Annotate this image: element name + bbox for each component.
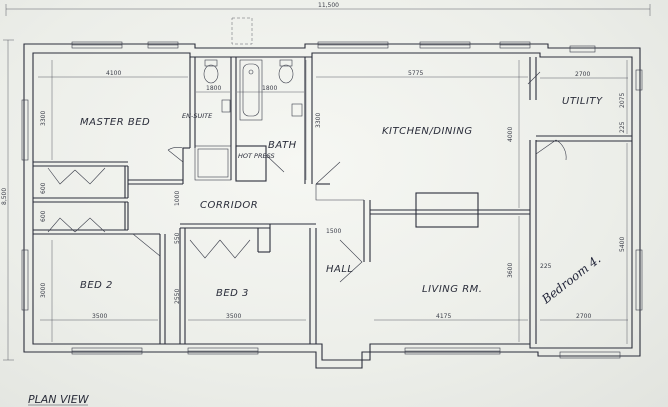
dim-bed3-width: 3500 [226,313,241,320]
door-swings [47,71,567,283]
room-label-master-bed: MASTER BED [80,117,150,128]
dim-kitchen-depth: 4000 [507,127,514,142]
internal-dimension-lines [38,60,628,344]
room-label-bed-3: BED 3 [216,288,249,299]
room-label-living-rm: LIVING RM. [422,284,482,295]
overall-width-label: 11,500 [318,2,339,9]
dim-wardrobe-a: 600 [40,182,47,194]
external-walls [23,43,641,369]
dim-hall-width: 1500 [326,228,341,235]
dim-living-width: 4175 [436,313,451,320]
flue-outline [231,17,253,45]
dim-utility-width: 2700 [575,71,590,78]
dim-bath-width: 1800 [262,85,277,92]
dim-ensuite-width: 1800 [206,85,221,92]
dim-bedroom4-depth: 5400 [619,237,626,252]
room-label-en-suite: EN-SUITE [182,112,213,120]
dim-living-depth: 3600 [507,263,514,278]
dim-wardrobe-b: 600 [40,210,47,222]
dim-kitchen-width: 5775 [408,70,423,77]
dim-master-width: 4100 [106,70,121,77]
dim-master-depth: 3300 [40,111,47,126]
room-label-hot-press: HOT PRESS [238,152,275,160]
dim-living-step: 225 [540,263,552,270]
dim-bed2-depth: 3000 [40,283,47,298]
dim-corridor-depth: 1000 [174,191,181,206]
room-label-utility: UTILITY [562,96,603,107]
dim-bed3-wardrobe: 550 [174,232,181,244]
dim-bed2-width: 3500 [92,313,107,320]
dim-bath-depth: 3300 [315,113,322,128]
room-label-corridor: CORRIDOR [200,200,258,211]
dim-utility-step: 225 [619,121,626,133]
dim-utility-depth: 2075 [619,93,626,108]
internal-walls [33,57,632,344]
room-label-kitchen-dining: KITCHEN/DINING [382,126,473,137]
plan-view-title: PLAN VIEW [28,393,90,406]
room-label-bed-2: BED 2 [80,280,113,291]
windows [21,41,643,359]
dim-bed3-depth: 2550 [174,289,181,304]
overall-dimension-lines [3,4,651,361]
dim-bedroom4-width: 2700 [576,313,591,320]
room-label-bath: BATH [268,140,297,151]
room-label-hall: HALL [326,264,354,275]
overall-depth-label: 8,500 [1,188,8,205]
handwritten-bedroom4-note: Bedroom 4. [538,252,603,307]
